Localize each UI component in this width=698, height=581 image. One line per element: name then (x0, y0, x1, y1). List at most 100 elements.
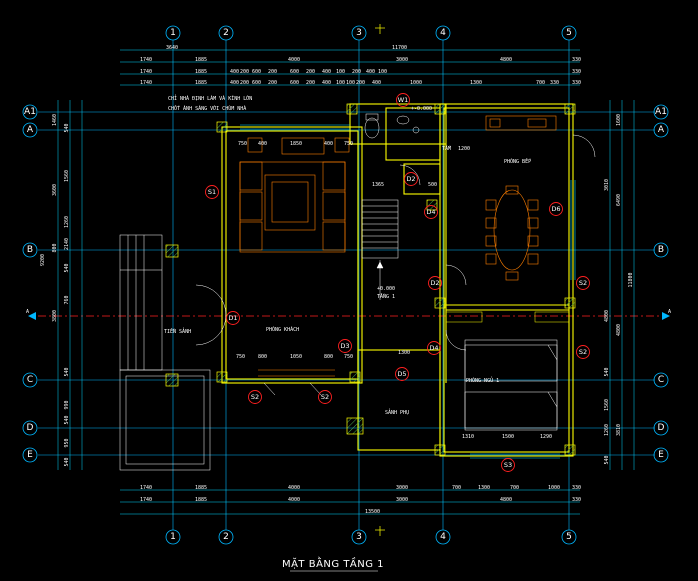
dim-left: 540 (64, 123, 70, 132)
tag-label: D2 (430, 279, 439, 287)
tag-circle (576, 345, 590, 359)
dim-top-row3: 600 (252, 80, 261, 86)
dim-top-overall: 3640 (166, 45, 178, 51)
room-phong-ngu: PHÒNG NGỦ 1 (466, 376, 499, 384)
grid-column-label: 2 (223, 28, 229, 38)
dim-left: 990 (64, 400, 70, 409)
tag-label: D6 (551, 205, 560, 213)
dim-top-row1: 1885 (195, 57, 207, 63)
grid-column-label: 5 (566, 28, 572, 38)
dim-right: 3810 (616, 424, 622, 436)
dim-bottom-row1: 700 (452, 485, 461, 491)
dim-left: 800 (52, 243, 58, 252)
dim-right: 540 (604, 367, 610, 376)
dim-top-row2: 400 (322, 69, 331, 75)
dining-set (485, 115, 557, 281)
room-phong-bep: PHÒNG BẾP (504, 157, 531, 165)
walls (221, 103, 574, 457)
tag-circle (404, 172, 418, 186)
tag-label: S2 (579, 279, 587, 287)
dim-bottom-row1: 1740 (140, 485, 152, 491)
bath-fixtures (364, 113, 420, 139)
tag-circle (338, 339, 352, 353)
tag-label: S3 (504, 461, 512, 469)
dim-top-row1: 4000 (288, 57, 300, 63)
dim-top-row2: 100 (336, 69, 345, 75)
note-line-1: CHỈ NHÀ ĐỊNH LÀM VÀ KÍNH LỚN (168, 94, 252, 102)
dim-left: 540 (64, 457, 70, 466)
grid-column-label: 3 (356, 532, 362, 542)
grid-bubbles-top (165, 25, 577, 41)
grid-row-label-left: D (27, 423, 34, 433)
tag-circle (318, 390, 332, 404)
dim-right: 1600 (616, 114, 622, 126)
dim-right: 4800 (616, 324, 622, 336)
dimension-lines-top (120, 49, 580, 86)
dim-top-row3: 400 (230, 80, 239, 86)
dim-left: 3800 (52, 310, 58, 322)
dim-top-row1: 1740 (140, 57, 152, 63)
dim-bottom-row1: 1300 (478, 485, 490, 491)
dim-right: 11800 (628, 272, 634, 287)
dim-bottom-row2: 4000 (288, 497, 300, 503)
dim-living-top: 750 (238, 141, 247, 147)
label-level: +0.000 (377, 286, 395, 292)
dim-left: 540 (64, 263, 70, 272)
grid-row-label-left: B (27, 245, 33, 255)
dim-top-row2: 200 (352, 69, 361, 75)
dim-top-row1: 4800 (500, 57, 512, 63)
dim-left: 540 (64, 367, 70, 376)
tag-circle (424, 205, 438, 219)
label-tang1: TẦNG 1 (377, 293, 395, 300)
dim-living-bottom: 750 (344, 354, 353, 360)
dim-top-row2: 600 (290, 69, 299, 75)
dim-top-row2: 330 (572, 69, 581, 75)
tag-circle (395, 367, 409, 381)
grid-row-label-right: D (658, 423, 665, 433)
dim-bedroom-bottom: 1500 (502, 434, 514, 440)
grid-column-label: 1 (170, 28, 176, 38)
dimension-lines-bottom (120, 489, 580, 515)
dim-top-row2: 1885 (195, 69, 207, 75)
grid-row-label-right: C (658, 375, 664, 385)
dim-bedroom-bottom: 1290 (540, 434, 552, 440)
tag-circle (248, 390, 262, 404)
dim-left: 1460 (52, 114, 58, 126)
grid-column-label: 5 (566, 532, 572, 542)
tag-label: D1 (228, 314, 237, 322)
front-steps (119, 234, 211, 471)
dim-left: 9200 (40, 254, 46, 266)
dim-top-row3: 200 (240, 80, 249, 86)
dim-living-top: 400 (324, 141, 333, 147)
tag-label: W1 (398, 96, 409, 104)
room-phong-khach: PHÒNG KHÁCH (266, 326, 299, 333)
dim-living-bottom: 800 (258, 354, 267, 360)
tag-circle (428, 276, 442, 290)
level-markers (375, 24, 385, 536)
dim-bedroom-bottom: 1310 (462, 434, 474, 440)
dim-top-row2: 400 (230, 69, 239, 75)
dimension-lines-side (57, 100, 635, 470)
dim-bottom-row1: 700 (510, 485, 519, 491)
dim-top-row3: 600 (290, 80, 299, 86)
dim-top-row3: 200 (306, 80, 315, 86)
room-labels: PHÒNG KHÁCH PHÒNG BẾP PHÒNG NGỦ 1 TẮM TI… (164, 94, 531, 416)
section-mark-left: A (26, 309, 29, 315)
dim-living-bottom: 750 (236, 354, 245, 360)
dim-top-row3: 400 (322, 80, 331, 86)
dim-top-row3: 330 (572, 80, 581, 86)
windows (240, 124, 576, 459)
dim-top-row3: 700 (536, 80, 545, 86)
room-tien-sanh: TIỀN SẢNH (164, 327, 191, 335)
note-line-2: CHỐT ÁNH SÁNG VỚI CHÙM NHÀ (168, 105, 246, 112)
grid-column-label: 3 (356, 28, 362, 38)
tag-circle (549, 202, 563, 216)
dim-bep-mid: 500 (428, 182, 437, 188)
dim-top-row2: 200 (306, 69, 315, 75)
grid-bubbles-bottom (165, 529, 577, 545)
dim-bottom-row1: 3000 (396, 485, 408, 491)
dim-top-row3: 1300 (470, 80, 482, 86)
tag-circle (427, 341, 441, 355)
